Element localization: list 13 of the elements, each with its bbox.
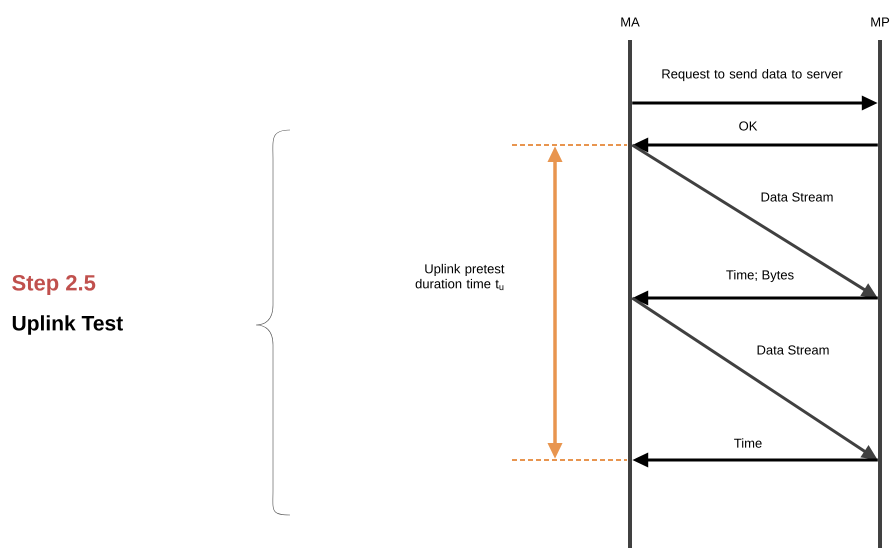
lifeline: MP: [871, 18, 890, 548]
step-title: Uplink Test: [12, 315, 123, 335]
node-label: MP: [871, 18, 890, 26]
edge-label: Time; Bytes: [726, 270, 794, 282]
step-heading: Step 2.5: [12, 275, 96, 295]
node-label: MA: [621, 18, 640, 26]
edge-label: Time: [734, 438, 762, 448]
edge-label: Data Stream: [762, 192, 833, 202]
edge-label: Data Stream: [758, 345, 829, 355]
dimension-label: Uplink pretest duration time t$_{u}$: [416, 264, 504, 290]
edge-label: Request to send data to server: [662, 68, 842, 82]
lifeline: MA: [621, 18, 640, 548]
edge-label: OK: [739, 121, 758, 131]
